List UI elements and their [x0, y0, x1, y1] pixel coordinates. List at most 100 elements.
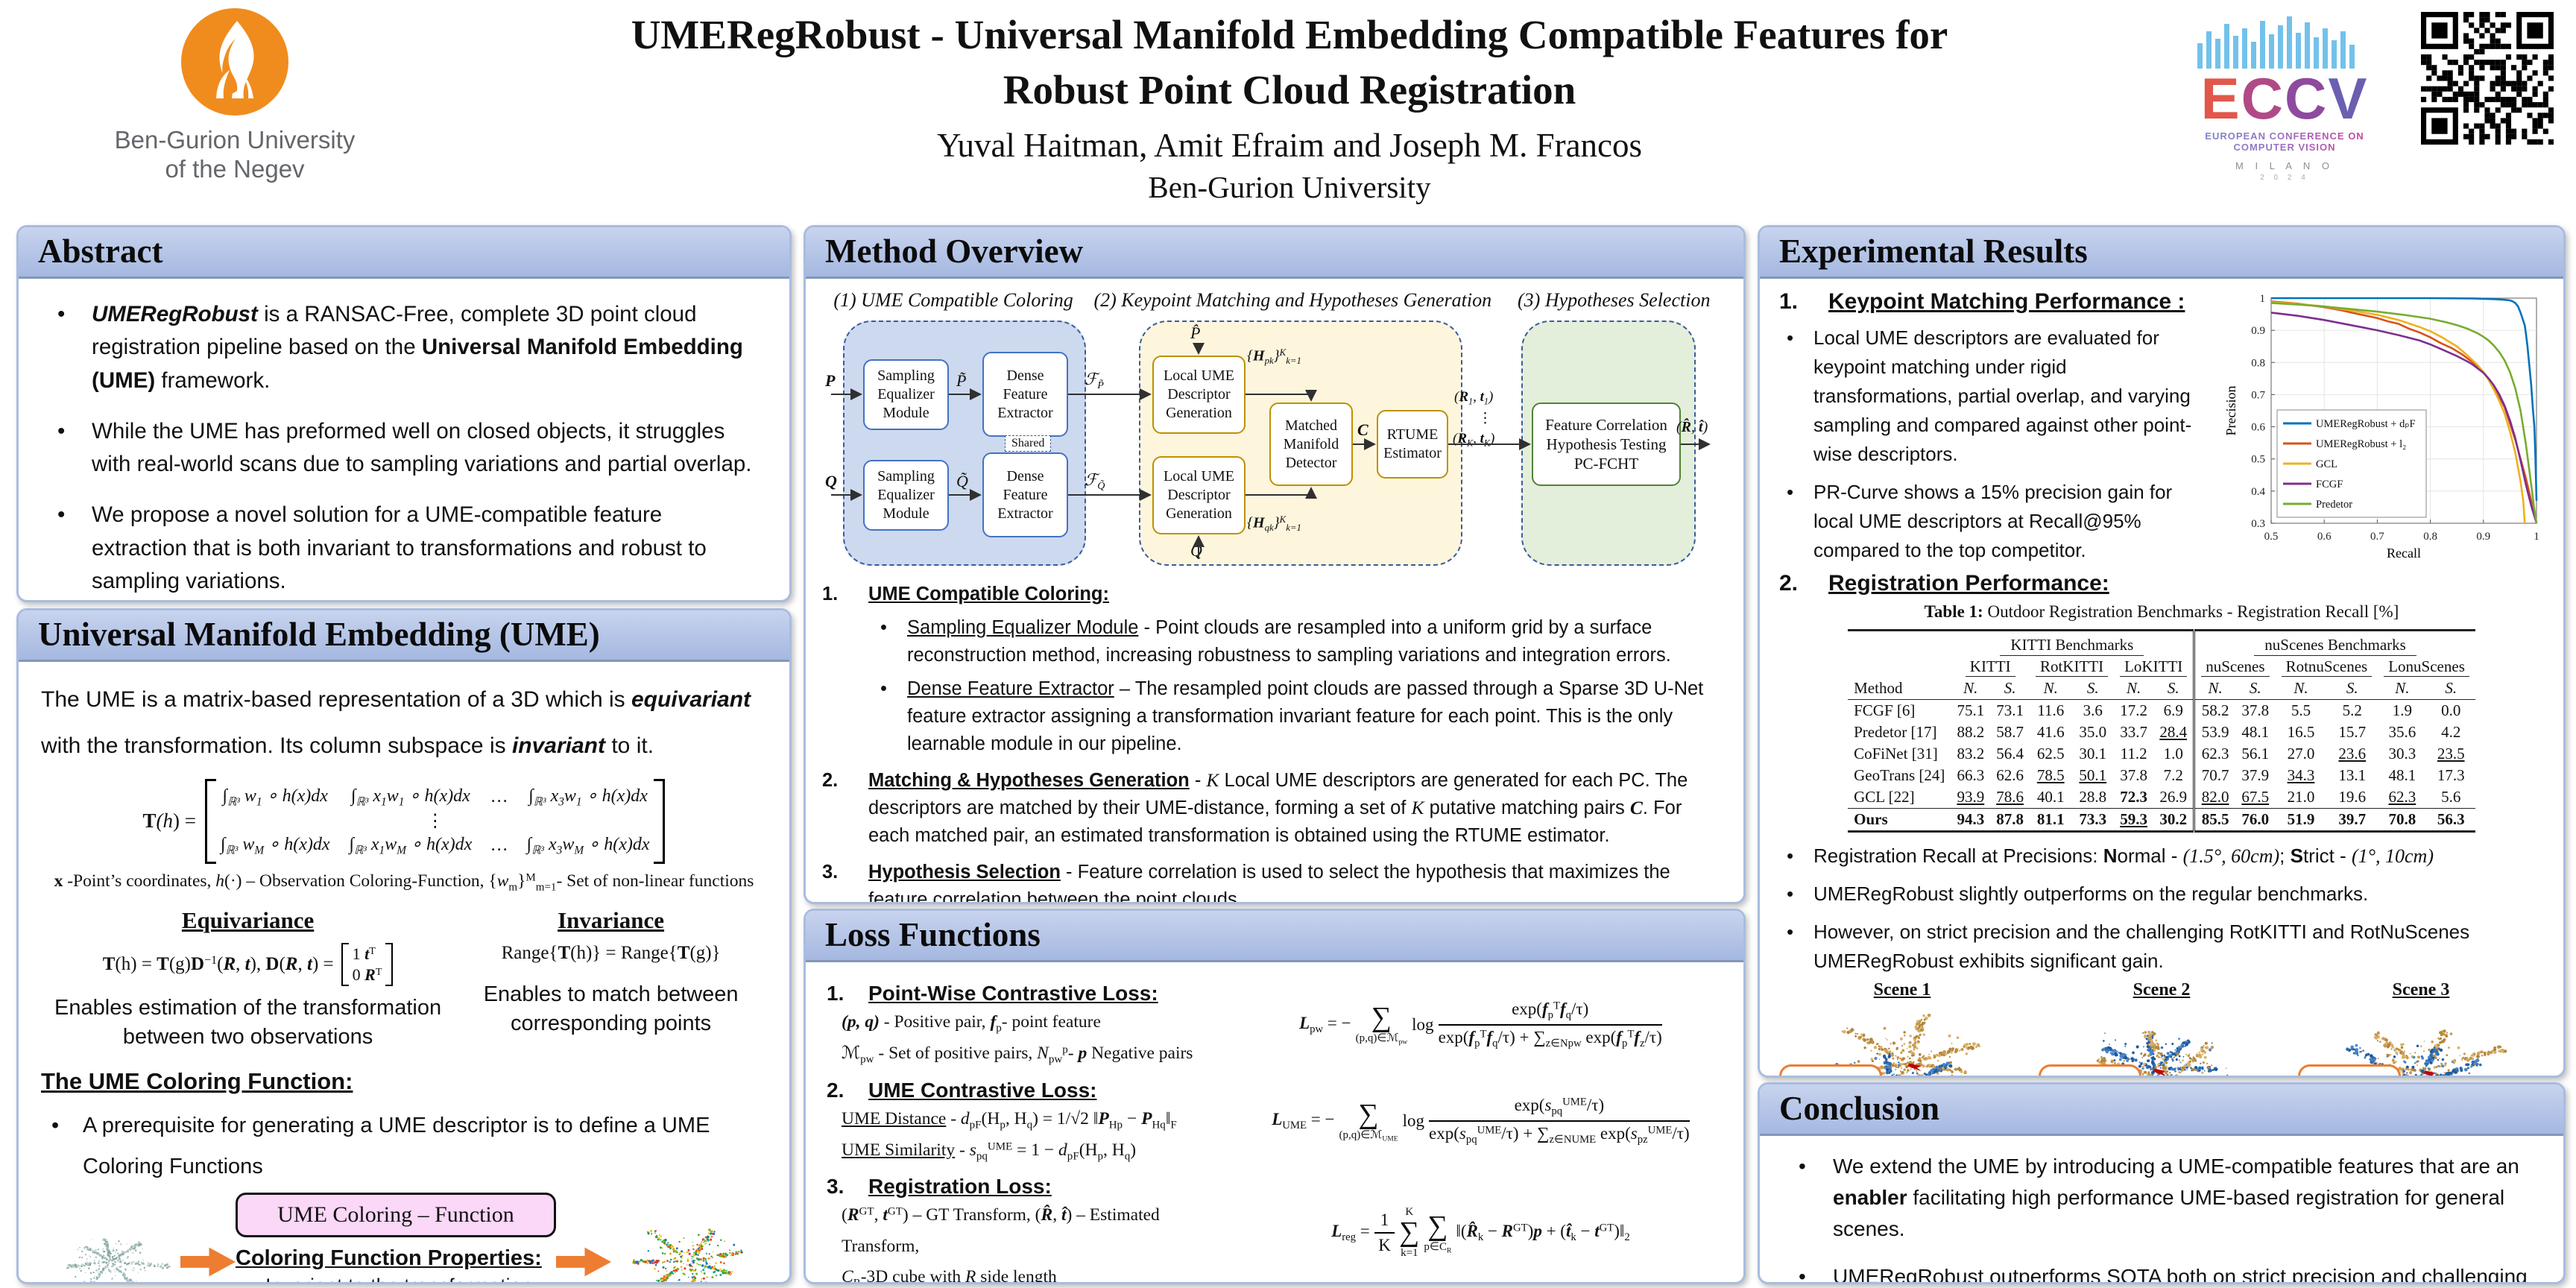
svg-text:UMERegRobust + l₂: UMERegRobust + l₂ — [2316, 438, 2406, 450]
dense-feature-extractor-box: Dense Feature Extractor — [982, 452, 1068, 537]
invariance-block: Invariance Range{T(h)} = Range{T(g)} Ena… — [455, 907, 767, 1052]
svg-text:GCL: GCL — [2316, 458, 2337, 470]
bgu-logo: Ben-Gurion University of the Negev — [112, 6, 358, 184]
method-item3: Hypothesis Selection - Feature correlati… — [868, 861, 1670, 904]
table-caption: Table 1: Outdoor Registration Benchmarks… — [1924, 602, 2399, 621]
svg-text:0.9: 0.9 — [2251, 325, 2265, 337]
invariance-caption: Enables to match between corresponding p… — [483, 982, 739, 1036]
svg-text:0.8: 0.8 — [2423, 531, 2437, 543]
matched-manifold-detector-box: Matched Manifold Detector — [1269, 402, 1353, 486]
pipeline-diagram: Sampling Equalizer Module Sampling Equal… — [822, 315, 1717, 572]
results-bullet: PR-Curve shows a 15% precision gain for … — [1779, 478, 2204, 565]
equivariance-block: Equivariance T(h) = T(g)D−1(R, t), D(R, … — [41, 907, 455, 1052]
experimental-results-panel: Experimental Results 1.Keypoint Matching… — [1758, 225, 2566, 1078]
input-q-label: Q — [825, 472, 837, 490]
correspondence-set-label: C — [1357, 420, 1368, 439]
abstract-bullet: We propose a novel solution for a UME-co… — [45, 499, 763, 598]
ume-coloring-function-box: UME Coloring – Function — [236, 1192, 556, 1237]
coloring-function-bullet: A prerequisite for generating a UME desc… — [41, 1105, 767, 1187]
diagram-stage-captions: (1) UME Compatible Coloring (2) Keypoint… — [833, 289, 1711, 311]
pointwise-loss-equation: Lpw = − ∑(p,q)∈ℳpw log exp(fpTfq/τ)exp(f… — [1299, 999, 1662, 1049]
rtume-estimator-box: RTUME Estimator — [1377, 410, 1448, 479]
coloring-properties-title: Coloring Function Properties: — [236, 1246, 542, 1270]
loss-item-1: 1.Point-Wise Contrastive Loss: (p, q) - … — [827, 980, 1723, 1070]
svg-text:Predetor: Predetor — [2316, 499, 2352, 511]
scene-3: Scene 3 θGT = 120° RRE = 0.37° RTE = 9cm — [2298, 980, 2544, 1076]
p-tilde-label: P̃ — [956, 371, 967, 390]
invariance-equation: Range{T(h)} = Range{T(g)} — [501, 943, 721, 963]
method-item2: Matching & Hypotheses Generation - K Loc… — [868, 768, 1688, 846]
poster-title-block: UMERegRobust - Universal Manifold Embedd… — [566, 7, 2012, 205]
results-title: Experimental Results — [1760, 227, 2563, 279]
svg-text:0.6: 0.6 — [2251, 422, 2265, 434]
local-ume-descriptor-box: Local UME Descriptor Generation — [1152, 456, 1246, 534]
ume-panel: Universal Manifold Embedding (UME) The U… — [16, 608, 792, 1284]
eccv-letters: ECCV — [2173, 69, 2396, 127]
coloring-function-figure: UME Coloring – Function Coloring Functio… — [41, 1189, 767, 1282]
svg-text:0.8: 0.8 — [2251, 357, 2265, 369]
affiliation: Ben-Gurion University — [1148, 169, 1431, 204]
loss-item-3: 3.Registration Loss: (RGT, tGT) – GT Tra… — [827, 1173, 1723, 1282]
eccv-letter: C — [2241, 66, 2285, 131]
results-bullet: UMERegRobust slightly outperforms on the… — [1779, 880, 2544, 909]
sampling-equalizer-module-box: Sampling Equalizer Module — [863, 359, 949, 430]
dense-feature-extractor-box: Dense Feature Extractor — [982, 352, 1068, 437]
eccv-logo: ECCV EUROPEAN CONFERENCE ON COMPUTER VIS… — [2173, 15, 2396, 182]
abstract-bullet: UMERegRobust is a RANSAC-Free, complete … — [45, 298, 763, 397]
sampling-equalizer-module-box: Sampling Equalizer Module — [863, 460, 949, 531]
svg-text:FCGF: FCGF — [2316, 479, 2343, 490]
svg-text:0.7: 0.7 — [2370, 531, 2384, 543]
output-transform-label: (R̂, t̂) — [1676, 419, 1708, 435]
feature-map-p-label: ℱP̃ — [1085, 370, 1104, 391]
abstract-panel: Abstract UMERegRobust is a RANSAC-Free, … — [16, 225, 792, 602]
method-items: 1. UME Compatible Coloring: Sampling Equ… — [822, 581, 1727, 904]
ume-notation-legend: x -Point’s coordinates, h(·) – Observati… — [54, 871, 754, 893]
results-bullet: Local UME descriptors are evaluated for … — [1779, 323, 2204, 469]
p-hat-label: P̂ — [1190, 323, 1201, 342]
feature-map-q-label: ℱQ̃ — [1085, 470, 1105, 492]
svg-text:0.6: 0.6 — [2317, 531, 2332, 543]
svg-text:0.7: 0.7 — [2251, 389, 2265, 401]
diagram-arrows — [831, 343, 1711, 559]
poster-title-line1: UMERegRobust - Universal Manifold Embedd… — [631, 12, 1948, 57]
hq-set-label: {Hqk}Kk=1 — [1247, 514, 1301, 533]
eccv-skyline-icon — [2197, 16, 2355, 69]
eccv-letter: C — [2285, 66, 2329, 131]
bgu-name-line2: of the Negev — [165, 154, 305, 183]
coloring-property: Invariant to the transformation — [236, 1271, 556, 1282]
series-line-Predetor — [2270, 302, 2538, 524]
qr-code — [2421, 12, 2554, 148]
svg-text:0.4: 0.4 — [2251, 486, 2265, 498]
eccv-city: M I L A N O — [2235, 160, 2334, 172]
svg-text:Precision: Precision — [2223, 386, 2238, 436]
authors: Yuval Haitman, Amit Efraim and Joseph M.… — [936, 126, 1643, 164]
method-item1-bullet: Sampling Equalizer Module - Point clouds… — [868, 614, 1727, 669]
svg-text:1: 1 — [2534, 531, 2539, 543]
ume-loss-equation: LUME = − ∑(p,q)∈ℳUME log exp(spqUME/τ)ex… — [1272, 1096, 1690, 1146]
conclusion-bullet: UMERegRobust outperforms SOTA both on st… — [1787, 1261, 2536, 1282]
results-bullet: However, on strict precision and the cha… — [1779, 918, 2544, 976]
scene-stats: θGT = 93° RRE = 0.41° RTE = 6cm — [2039, 1064, 2142, 1076]
q-tilde-label: Q̃ — [956, 472, 968, 490]
scene-point-cloud-image — [2346, 1029, 2507, 1076]
svg-text:0.5: 0.5 — [2251, 454, 2265, 466]
equivariance-caption: Enables estimation of the transformation… — [54, 996, 442, 1049]
bgu-flame-icon — [181, 8, 288, 116]
abstract-bullets: UMERegRobust is a RANSAC-Free, complete … — [45, 298, 763, 600]
bgu-name-line1: Ben-Gurion University — [114, 126, 356, 154]
series-line-GCL — [2270, 300, 2526, 524]
ume-title: Universal Manifold Embedding (UME) — [19, 610, 789, 662]
ume-intro: The UME is a matrix-based representation… — [41, 687, 751, 758]
ume-matrix-equation: T(h) = ∫ℝ³ w1 ∘ h(x)dx ∫ℝ³ x1w1 ∘ h(x)dx… — [41, 779, 767, 864]
scene-2: Scene 2 θGT = 93° RRE = 0.41° RTE = 6cm — [2039, 980, 2285, 1076]
hp-set-label: {Hpk}Kk=1 — [1247, 347, 1301, 366]
svg-text:Recall: Recall — [2387, 546, 2421, 561]
